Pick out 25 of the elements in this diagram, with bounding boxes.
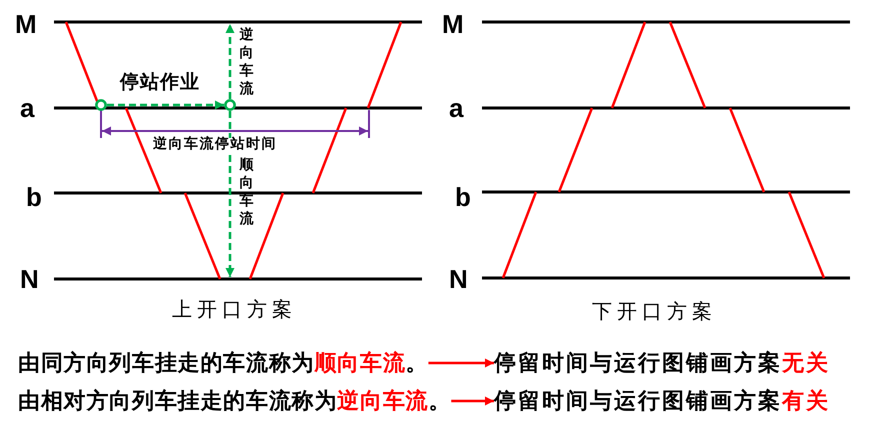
station-label: b xyxy=(455,184,471,210)
ring-marker xyxy=(224,99,236,111)
arrow xyxy=(226,111,234,277)
arrow xyxy=(226,24,234,99)
station-label: N xyxy=(449,266,468,292)
conclusion-text: 停留时间与运行图铺画方案无关 xyxy=(494,352,830,374)
edge-label: 停站作业 xyxy=(120,73,200,92)
edge-label: 顺向车流 xyxy=(239,157,254,229)
station-label: M xyxy=(15,11,37,37)
dimension-label: 逆向车流停站时间 xyxy=(153,138,277,152)
statement-text: 由相对方向列车挂走的车流称为逆向车流。 xyxy=(18,390,452,412)
station-label: a xyxy=(20,95,34,121)
arrow xyxy=(107,100,224,110)
arrow xyxy=(428,358,494,368)
scheme-caption: 上开口方案 xyxy=(172,300,297,320)
station-label: M xyxy=(442,11,464,37)
conclusion-text: 停留时间与运行图铺画方案有关 xyxy=(494,390,830,412)
statement-text: 由同方向列车挂走的车流称为顺向车流。 xyxy=(18,352,428,374)
edge-label: 逆向车流 xyxy=(239,27,254,99)
station-label: a xyxy=(449,95,464,121)
station-label: b xyxy=(26,184,42,210)
scheme-caption: 下开口方案 xyxy=(592,302,717,322)
ring-marker xyxy=(95,99,107,111)
station-label: N xyxy=(20,266,39,292)
arrow xyxy=(451,396,494,406)
